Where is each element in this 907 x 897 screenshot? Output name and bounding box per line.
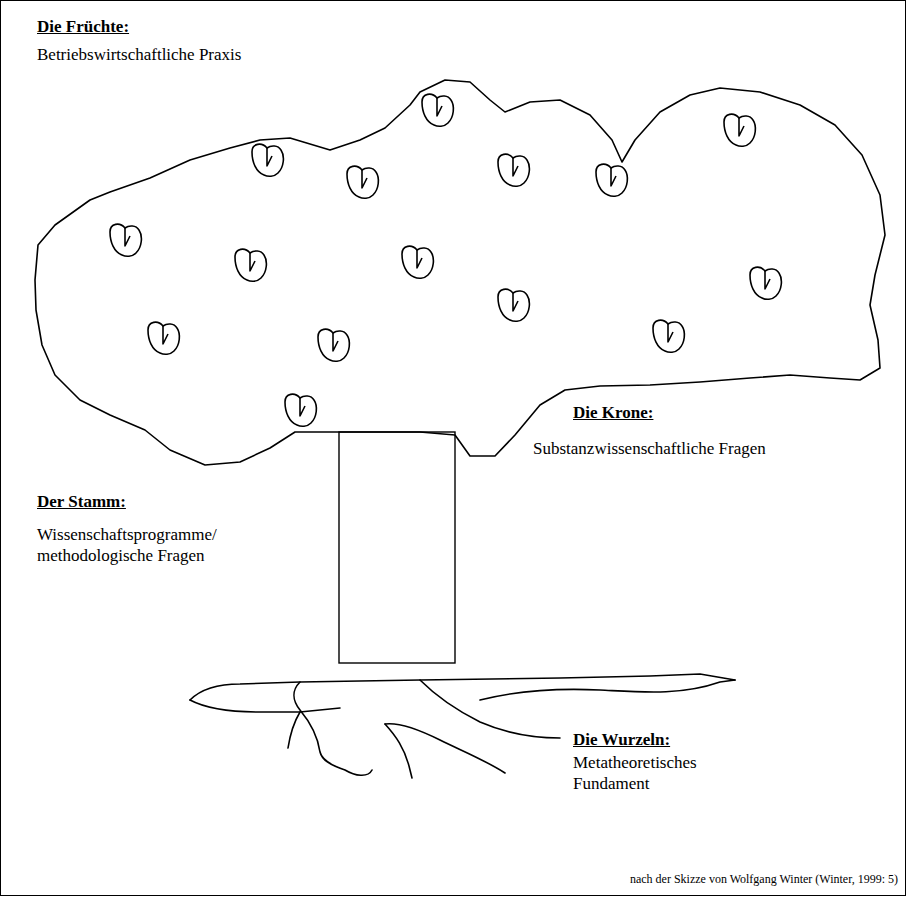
section-heading: Die Wurzeln: — [573, 729, 670, 750]
tree-crown — [35, 80, 885, 465]
section-text: Substanzwissenschaftliche Fragen — [533, 438, 766, 459]
section-heading: Die Krone: — [573, 402, 653, 423]
section-heading: Der Stamm: — [37, 491, 126, 512]
section-text: Wissenschaftsprogramme/ methodologische … — [37, 524, 272, 566]
section-text: Betriebswirtschaftliche Praxis — [37, 44, 241, 65]
section-heading: Die Früchte: — [37, 16, 129, 37]
tree-trunk — [339, 432, 455, 663]
section-text: Metatheoretisches Fundament — [573, 752, 738, 794]
source-caption: nach der Skizze von Wolfgang Winter (Win… — [630, 872, 898, 886]
